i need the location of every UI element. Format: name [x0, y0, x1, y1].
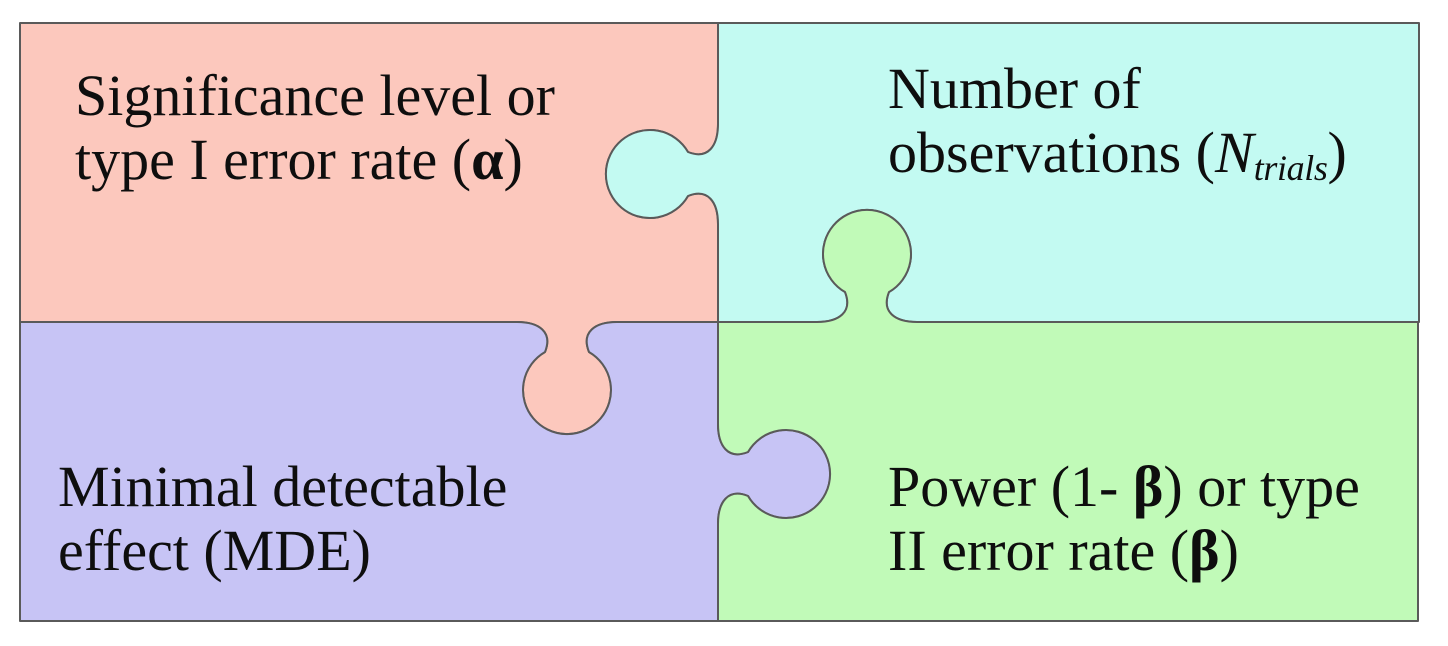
label-mde-line2: effect (MDE) [58, 518, 371, 583]
label-significance-line1: Significance level or [75, 63, 555, 128]
beta-symbol: β [1132, 454, 1164, 519]
label-power-line2: II error rate (β) [888, 518, 1239, 583]
label-mde: Minimal detectable effect (MDE) [58, 455, 507, 583]
puzzle-piece-power [717, 208, 1419, 622]
n-trials-subscript: trials [1253, 147, 1328, 188]
n-trials-symbol: N [1215, 120, 1254, 185]
beta-symbol: β [1189, 518, 1220, 583]
alpha-symbol: α [471, 127, 504, 192]
label-mde-line1: Minimal detectable [58, 454, 508, 519]
label-observations: Number of observations (Ntrials) [888, 57, 1347, 200]
label-significance: Significance level or type I error rate … [75, 64, 555, 192]
label-power-line1: Power (1- β) or type [888, 454, 1360, 519]
label-significance-line2: type I error rate (α) [75, 127, 523, 192]
label-observations-line2: observations (Ntrials) [888, 120, 1347, 188]
label-observations-line1: Number of [888, 56, 1141, 121]
label-power: Power (1- β) or type II error rate (β) [888, 455, 1360, 583]
